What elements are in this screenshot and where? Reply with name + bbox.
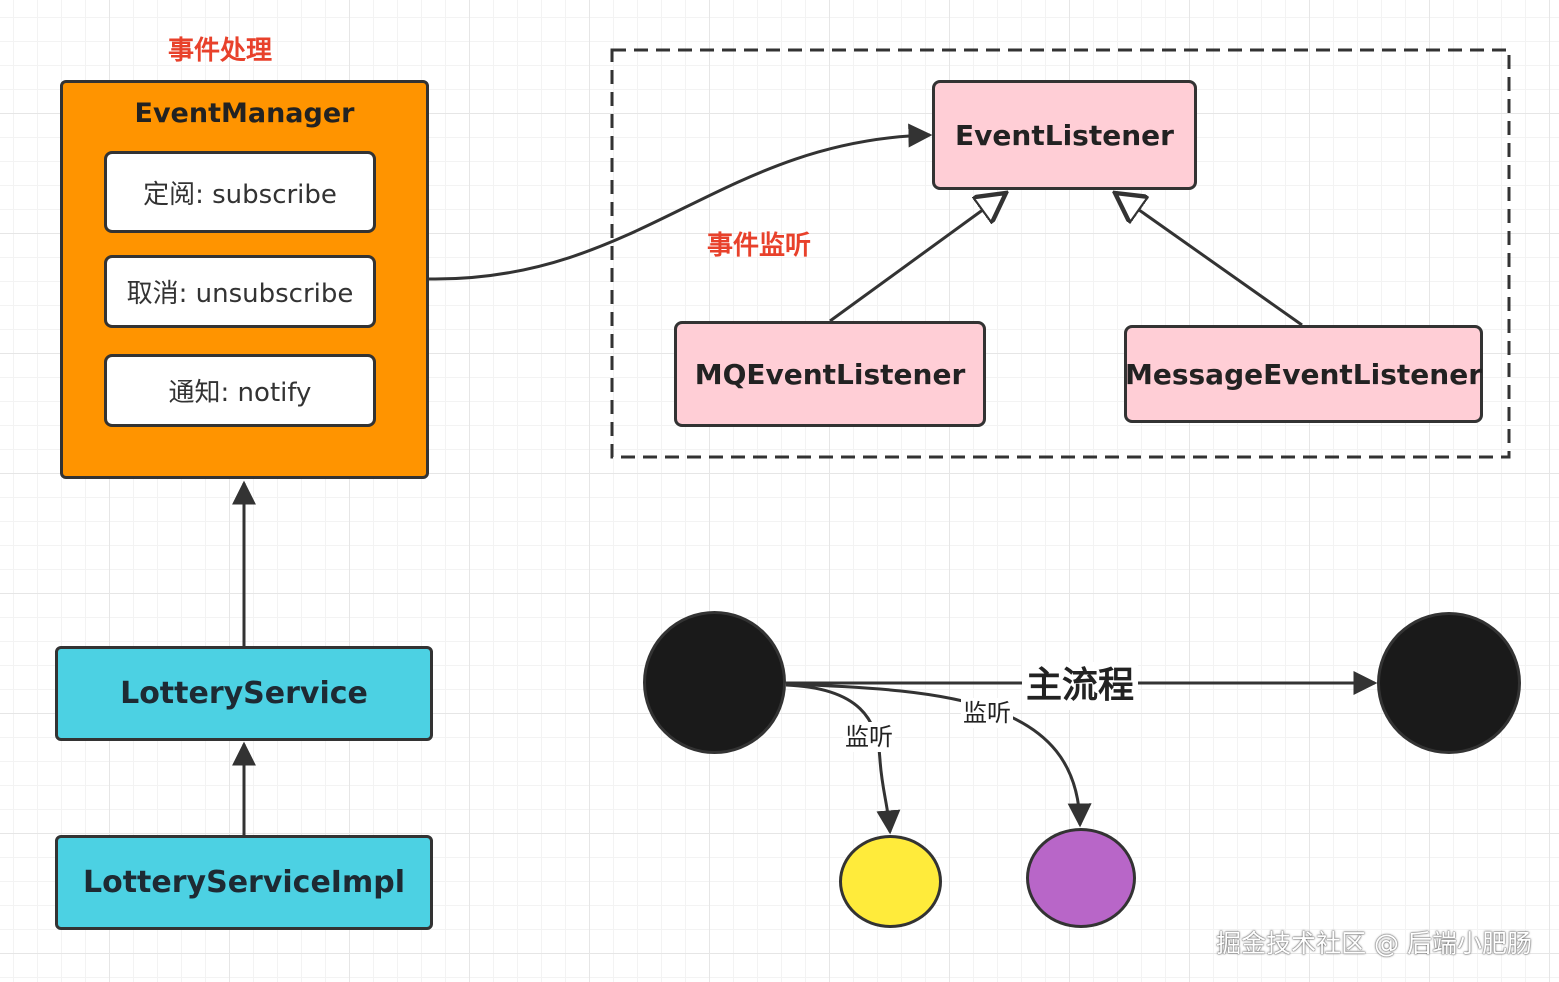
main-flow-label: 主流程 <box>1022 662 1139 710</box>
manager-to-listener-edge <box>428 123 933 281</box>
mq-event-listener-box: MQEventListener <box>674 321 986 427</box>
event-handling-label: 事件处理 <box>168 36 273 66</box>
subscribe-method: 定阅: subscribe <box>104 151 376 233</box>
event-listening-label: 事件监听 <box>707 231 812 261</box>
listener-purple-node <box>1026 828 1136 928</box>
listener-yellow-node <box>839 835 942 928</box>
message-event-listener-box: MessageEventListener <box>1124 325 1483 423</box>
notify-method: 通知: notify <box>104 354 376 427</box>
flow-start-node <box>643 611 786 754</box>
flow-end-node <box>1377 612 1521 754</box>
listen-edge-yellow <box>785 683 901 835</box>
listen-label-2: 监听 <box>961 698 1013 728</box>
unsubscribe-method: 取消: unsubscribe <box>104 255 376 328</box>
watermark-text: 掘金技术社区 @ 后端小肥肠 <box>1216 929 1532 958</box>
listen-label-1: 监听 <box>843 722 895 752</box>
event-listener-box: EventListener <box>932 80 1197 190</box>
listener-group-frame <box>610 48 1511 459</box>
lottery-service-box: LotteryService <box>55 646 433 741</box>
message-inherits-edge <box>1115 193 1303 327</box>
mq-inherits-edge <box>829 193 1006 323</box>
lottery-service-impl-box: LotteryServiceImpl <box>55 835 433 930</box>
event-manager-title: EventManager <box>134 98 355 129</box>
